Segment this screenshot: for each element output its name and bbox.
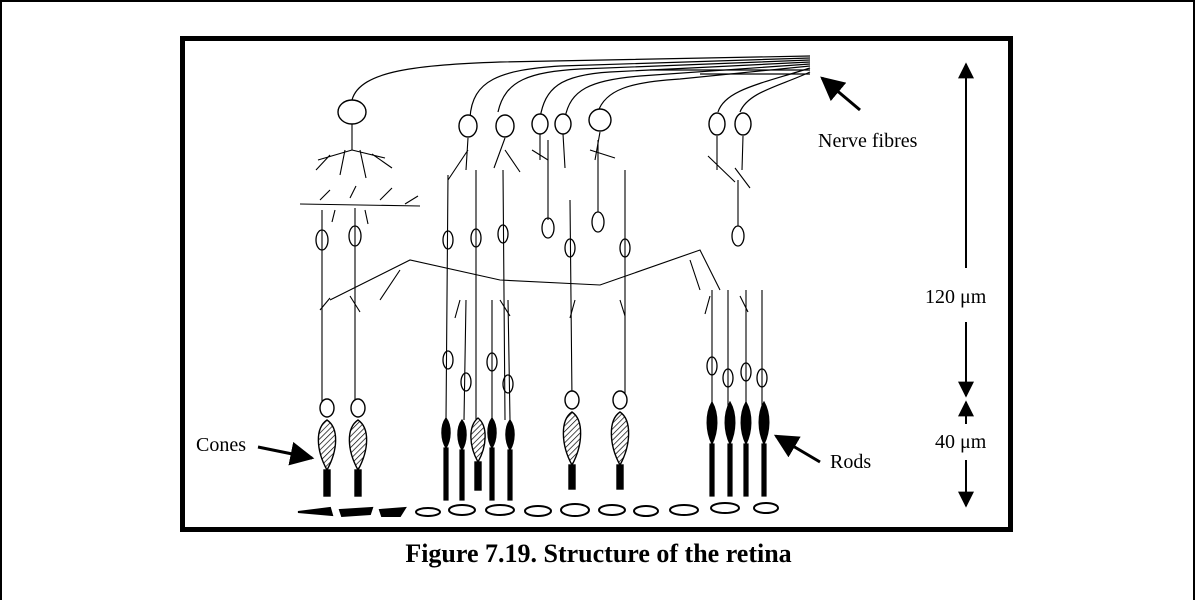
- label-120-um: 120 μm: [925, 286, 986, 309]
- cone-cells: [318, 391, 628, 496]
- nerve-fibres-arrow: [822, 78, 860, 110]
- label-nerve-fibres: Nerve fibres: [818, 130, 917, 153]
- vertical-processes: [322, 140, 762, 420]
- bipolar-cells: [316, 212, 767, 393]
- nerve-fibre-bundle: [352, 56, 810, 118]
- cones-arrow: [258, 447, 312, 458]
- label-cones: Cones: [196, 434, 246, 457]
- annotation-arrows: [258, 78, 860, 462]
- figure-caption: Figure 7.19. Structure of the retina: [0, 539, 1197, 569]
- ganglion-cells: [338, 100, 751, 137]
- label-rods: Rods: [830, 451, 871, 474]
- label-40-um: 40 μm: [935, 431, 986, 454]
- rods-arrow: [776, 436, 820, 462]
- dendritic-branches: [300, 124, 750, 318]
- rod-cells: [442, 402, 769, 500]
- pigment-epithelium: [298, 503, 778, 516]
